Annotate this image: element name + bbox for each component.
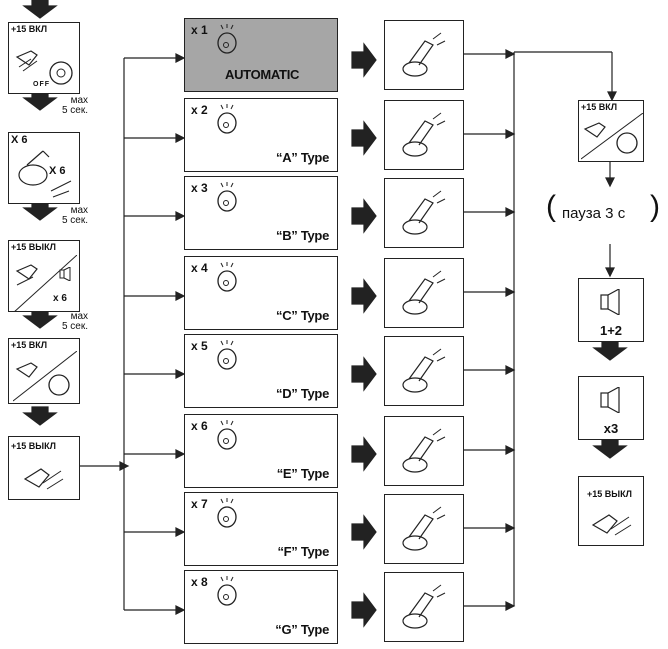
press-count: x 5 (191, 339, 208, 353)
press-count: x 3 (191, 181, 208, 195)
ignition-off-label: +15 ВЫКЛ (11, 242, 56, 252)
mode-box: x 8 “G” Type (184, 570, 338, 644)
hand-key-icon (14, 255, 77, 311)
pause-text: пауза 3 с (562, 205, 626, 222)
ignition-off-chime-box: +15 ВЫКЛ x 6 (8, 240, 80, 312)
time-note: мах 5 сек. (61, 311, 88, 332)
hand-remote-icon (402, 348, 446, 393)
chime-box-1: 1+2 (578, 278, 644, 342)
ignition-off-label-2: +15 ВЫКЛ (11, 441, 56, 451)
speaker-icon (600, 387, 620, 413)
hand-remote-icon (402, 190, 446, 235)
remote-operation-box (384, 416, 464, 486)
mode-label: “A” Type (276, 150, 329, 165)
press-count: x 6 (191, 419, 208, 433)
down-arrow (22, 0, 58, 19)
time-note: мах 5 сек. (61, 95, 88, 116)
chime-label-2: x3 (603, 421, 619, 436)
remote-button-icon (217, 104, 237, 134)
remote-operation-box (384, 494, 464, 564)
remote-press-box: X 6 X 6 (8, 132, 80, 204)
press-count: x 4 (191, 261, 208, 275)
key-remote-icon (581, 113, 643, 160)
mode-label: AUTOMATIC (225, 67, 300, 82)
off-label: OFF (33, 81, 50, 88)
remote-button-icon (217, 182, 237, 212)
remote-button-icon (217, 420, 237, 450)
mode-box: x 5 “D” Type (184, 334, 338, 408)
press-count: x 2 (191, 103, 208, 117)
mode-label: “B” Type (276, 228, 329, 243)
press-count: x 1 (191, 23, 208, 37)
mode-label: “D” Type (276, 386, 329, 401)
chime-label-1: 1+2 (599, 323, 623, 338)
remote-button-icon (217, 576, 237, 606)
press-count: x 7 (191, 497, 208, 511)
hand-remote-icon (402, 506, 446, 551)
remote-operation-box (384, 100, 464, 170)
ignition-on-box: +15 ВКЛ OFF (8, 22, 80, 94)
chime-count: x 6 (53, 293, 67, 304)
ignition-on-box-2: +15 ВКЛ (8, 338, 80, 404)
remote-button-icon (217, 262, 237, 292)
mode-box: x 7 “F” Type (184, 492, 338, 566)
pause-note: ( пауза 3 с ) (546, 190, 666, 242)
remote-button-icon (217, 498, 237, 528)
mode-label: “G” Type (275, 622, 329, 637)
final-ignition-on-label: +15 ВКЛ (581, 102, 618, 112)
paren-open: ( (546, 190, 556, 223)
remote-hand-icon (18, 150, 72, 198)
paren-close: ) (650, 190, 660, 223)
ignition-on-label-2: +15 ВКЛ (11, 340, 48, 350)
mode-box: x 4 “C” Type (184, 256, 338, 330)
ignition-off-box: +15 ВЫКЛ (8, 436, 80, 500)
hand-remote-icon (402, 32, 446, 77)
key-remote-icon (13, 351, 77, 402)
hand-remote-icon (402, 112, 446, 157)
final-ignition-off-box: +15 ВЫКЛ (578, 476, 644, 546)
mode-label: “E” Type (276, 466, 330, 481)
final-ignition-off-label: +15 ВЫКЛ (587, 489, 632, 499)
remote-button-icon (217, 24, 237, 54)
press-count-a: X 6 (11, 134, 28, 146)
hand-remote-icon (402, 584, 446, 629)
mode-box: x 6 “E” Type (184, 414, 338, 488)
hand-remote-icon (402, 270, 446, 315)
remote-operation-box (384, 336, 464, 406)
mode-box: x 3 “B” Type (184, 176, 338, 250)
remote-operation-box (384, 178, 464, 248)
ignition-on-label: +15 ВКЛ (11, 24, 48, 34)
key-ignition-icon (15, 50, 73, 85)
speaker-icon (59, 267, 71, 281)
remote-button-icon (217, 340, 237, 370)
key-turn-icon (23, 468, 64, 490)
hand-remote-icon (402, 428, 446, 473)
mode-box: x 1 AUTOMATIC (184, 18, 338, 92)
remote-operation-box (384, 258, 464, 328)
final-ignition-on-box: +15 ВКЛ (578, 100, 644, 162)
time-note: мах 5 сек. (61, 205, 88, 226)
key-turn-icon (591, 514, 632, 536)
mode-label: “F” Type (277, 544, 329, 559)
mode-label: “C” Type (276, 308, 329, 323)
chime-box-2: x3 (578, 376, 644, 440)
speaker-icon (600, 289, 620, 315)
remote-operation-box (384, 20, 464, 90)
down-arrow (22, 406, 58, 426)
press-count: x 8 (191, 575, 208, 589)
remote-operation-box (384, 572, 464, 642)
mode-box: x 2 “A” Type (184, 98, 338, 172)
press-count-b: X 6 (49, 165, 66, 177)
